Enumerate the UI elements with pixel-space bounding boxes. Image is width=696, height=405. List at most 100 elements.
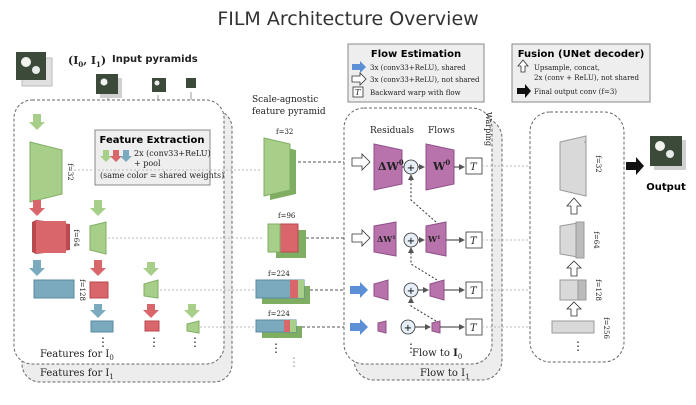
not-shared-arrow-icon [351, 72, 367, 86]
fusion-line1: Upsample, concat, [534, 64, 600, 72]
down-arrow-green [29, 114, 45, 130]
upsample-arrow-2 [566, 301, 582, 317]
feature-extraction-line1: 2x (conv33+ReLU) [134, 149, 211, 158]
fusion-block-32 [559, 135, 587, 197]
fusion-block-256 [551, 320, 595, 334]
svg-text:⋮: ⋮ [288, 355, 300, 369]
fusion-legend: Fusion (UNet decoder) Upsample, concat, … [511, 43, 651, 103]
pyramid-block-32 [263, 137, 291, 197]
feature-extraction-panel: Features for I0 Features for I1 Feature … [13, 99, 233, 383]
legend-warp: Backward warp with flow [370, 89, 461, 97]
feature-extraction-line2: + pool [134, 159, 161, 168]
shared-arrow-3 [350, 319, 368, 335]
residual-block-2 [373, 279, 389, 301]
shared-arrow-icon [352, 61, 366, 73]
flow-i0-label: Flow to I0 [412, 348, 462, 361]
stage-label-32: f=32 [66, 163, 74, 180]
warp-legend-icon [352, 86, 364, 98]
feature-block-col4-green [186, 320, 200, 334]
input-image-small [152, 78, 166, 92]
col-warping: Warping [484, 112, 493, 146]
col-residuals: Residuals [370, 126, 414, 136]
flow-i1-label: Flow to I1 [420, 368, 470, 381]
pyramid-label-96: f=96 [278, 212, 296, 220]
feature-block-128 [33, 279, 75, 299]
features-i1-label: Features for I1 [40, 368, 114, 381]
svg-text:+: + [407, 236, 415, 247]
stage-label-128: f=128 [78, 279, 86, 301]
not-shared-arrow-1 [351, 229, 371, 247]
feature-block-col3-green [143, 279, 159, 299]
flow-estimation-panel: Flow to I0 Flow to I1 Residuals Flows Wa… [343, 107, 503, 381]
fusion-label-128: f=128 [594, 279, 602, 301]
input-label: (I0, I1) [68, 54, 106, 69]
shared-arrow-2 [350, 282, 368, 298]
fusion-label-32: f=32 [594, 155, 602, 172]
svg-text:+: + [407, 286, 415, 297]
svg-text:T: T [470, 323, 478, 334]
flow-block-2 [429, 279, 445, 301]
upsample-arrow-0 [566, 197, 582, 215]
feature-extraction-line3: (same color = shared weights) [100, 171, 224, 180]
feature-block-64 [36, 221, 66, 253]
legend-shared: 3x (conv33+ReLU), shared [370, 64, 466, 72]
svg-text:⋮: ⋮ [572, 339, 584, 353]
feature-block-col3-red [144, 320, 160, 332]
fusion-panel: f=32 f=64 f=128 f=256 ⋮ [529, 111, 625, 363]
pyramid-to-flow-arrows [298, 161, 346, 328]
svg-text:T: T [470, 162, 478, 173]
svg-text:⋮: ⋮ [270, 341, 282, 355]
input-image-large [16, 52, 46, 80]
features-i0-label: Features for I0 [40, 349, 114, 362]
residual-label-1: ΔW1 [377, 234, 396, 244]
pyramid-label-224-b: f=224 [268, 310, 290, 318]
stage-label-64: f=64 [72, 229, 80, 247]
legend-not-shared: 3x (conv33+ReLU), not shared [370, 76, 480, 84]
final-conv-arrow-icon [517, 84, 531, 98]
svg-text:+: + [407, 163, 415, 174]
not-shared-arrow-0 [351, 153, 371, 171]
svg-text:⋮: ⋮ [148, 335, 160, 349]
input-image-tiny [186, 78, 196, 88]
fusion-line2: 2x (conv + ReLU), not shared [534, 74, 640, 82]
flow-estimation-title: Flow Estimation [371, 49, 461, 60]
fusion-label-256: f=256 [602, 317, 610, 339]
svg-text:⋮: ⋮ [189, 335, 201, 349]
flow-block-1 [425, 221, 447, 257]
feature-connectors [70, 169, 262, 328]
residual-block-3 [377, 320, 387, 334]
svg-text:T: T [355, 88, 361, 97]
input-sublabel: Input pyramids [112, 54, 198, 65]
output: Output [626, 136, 686, 193]
feature-block-32 [29, 141, 63, 203]
feature-pyramid: Scale-agnostic feature pyramid f=32 f=96… [252, 95, 326, 369]
final-output-arrow [626, 157, 644, 175]
svg-text:T: T [470, 236, 478, 247]
fusion-line3: Final output conv (f=3) [534, 88, 617, 96]
col-flows: Flows [428, 126, 455, 136]
fusion-label-64: f=64 [592, 231, 600, 249]
residual-label-0: ΔW0 [378, 158, 404, 173]
output-label: Output [646, 182, 686, 193]
down-arrow-blue [29, 260, 45, 276]
input-image-mid [96, 74, 118, 94]
flow-block-0 [425, 143, 455, 191]
upsample-arrow-icon [517, 59, 529, 73]
residual-block-0 [373, 143, 403, 191]
svg-text:⋮: ⋮ [405, 341, 417, 355]
residual-block-1 [373, 221, 397, 257]
feature-extraction-arrows-icon [100, 150, 132, 162]
flow-label-1: W1 [427, 234, 440, 244]
flow-block-3 [431, 320, 441, 334]
svg-text:T: T [470, 286, 478, 297]
feature-block-col2-red [89, 281, 109, 299]
pyramid-label-32: f=32 [276, 128, 293, 136]
pyramid-label-224-a: f=224 [268, 270, 290, 278]
output-image [650, 136, 682, 166]
svg-text:⋮: ⋮ [97, 335, 109, 349]
feature-block-col2-green [89, 221, 107, 255]
page-title: FILM Architecture Overview [217, 8, 479, 30]
fusion-title: Fusion (UNet decoder) [518, 49, 645, 60]
flow-estimation-legend: Flow Estimation 3x (conv33+ReLU), shared… [347, 43, 485, 103]
